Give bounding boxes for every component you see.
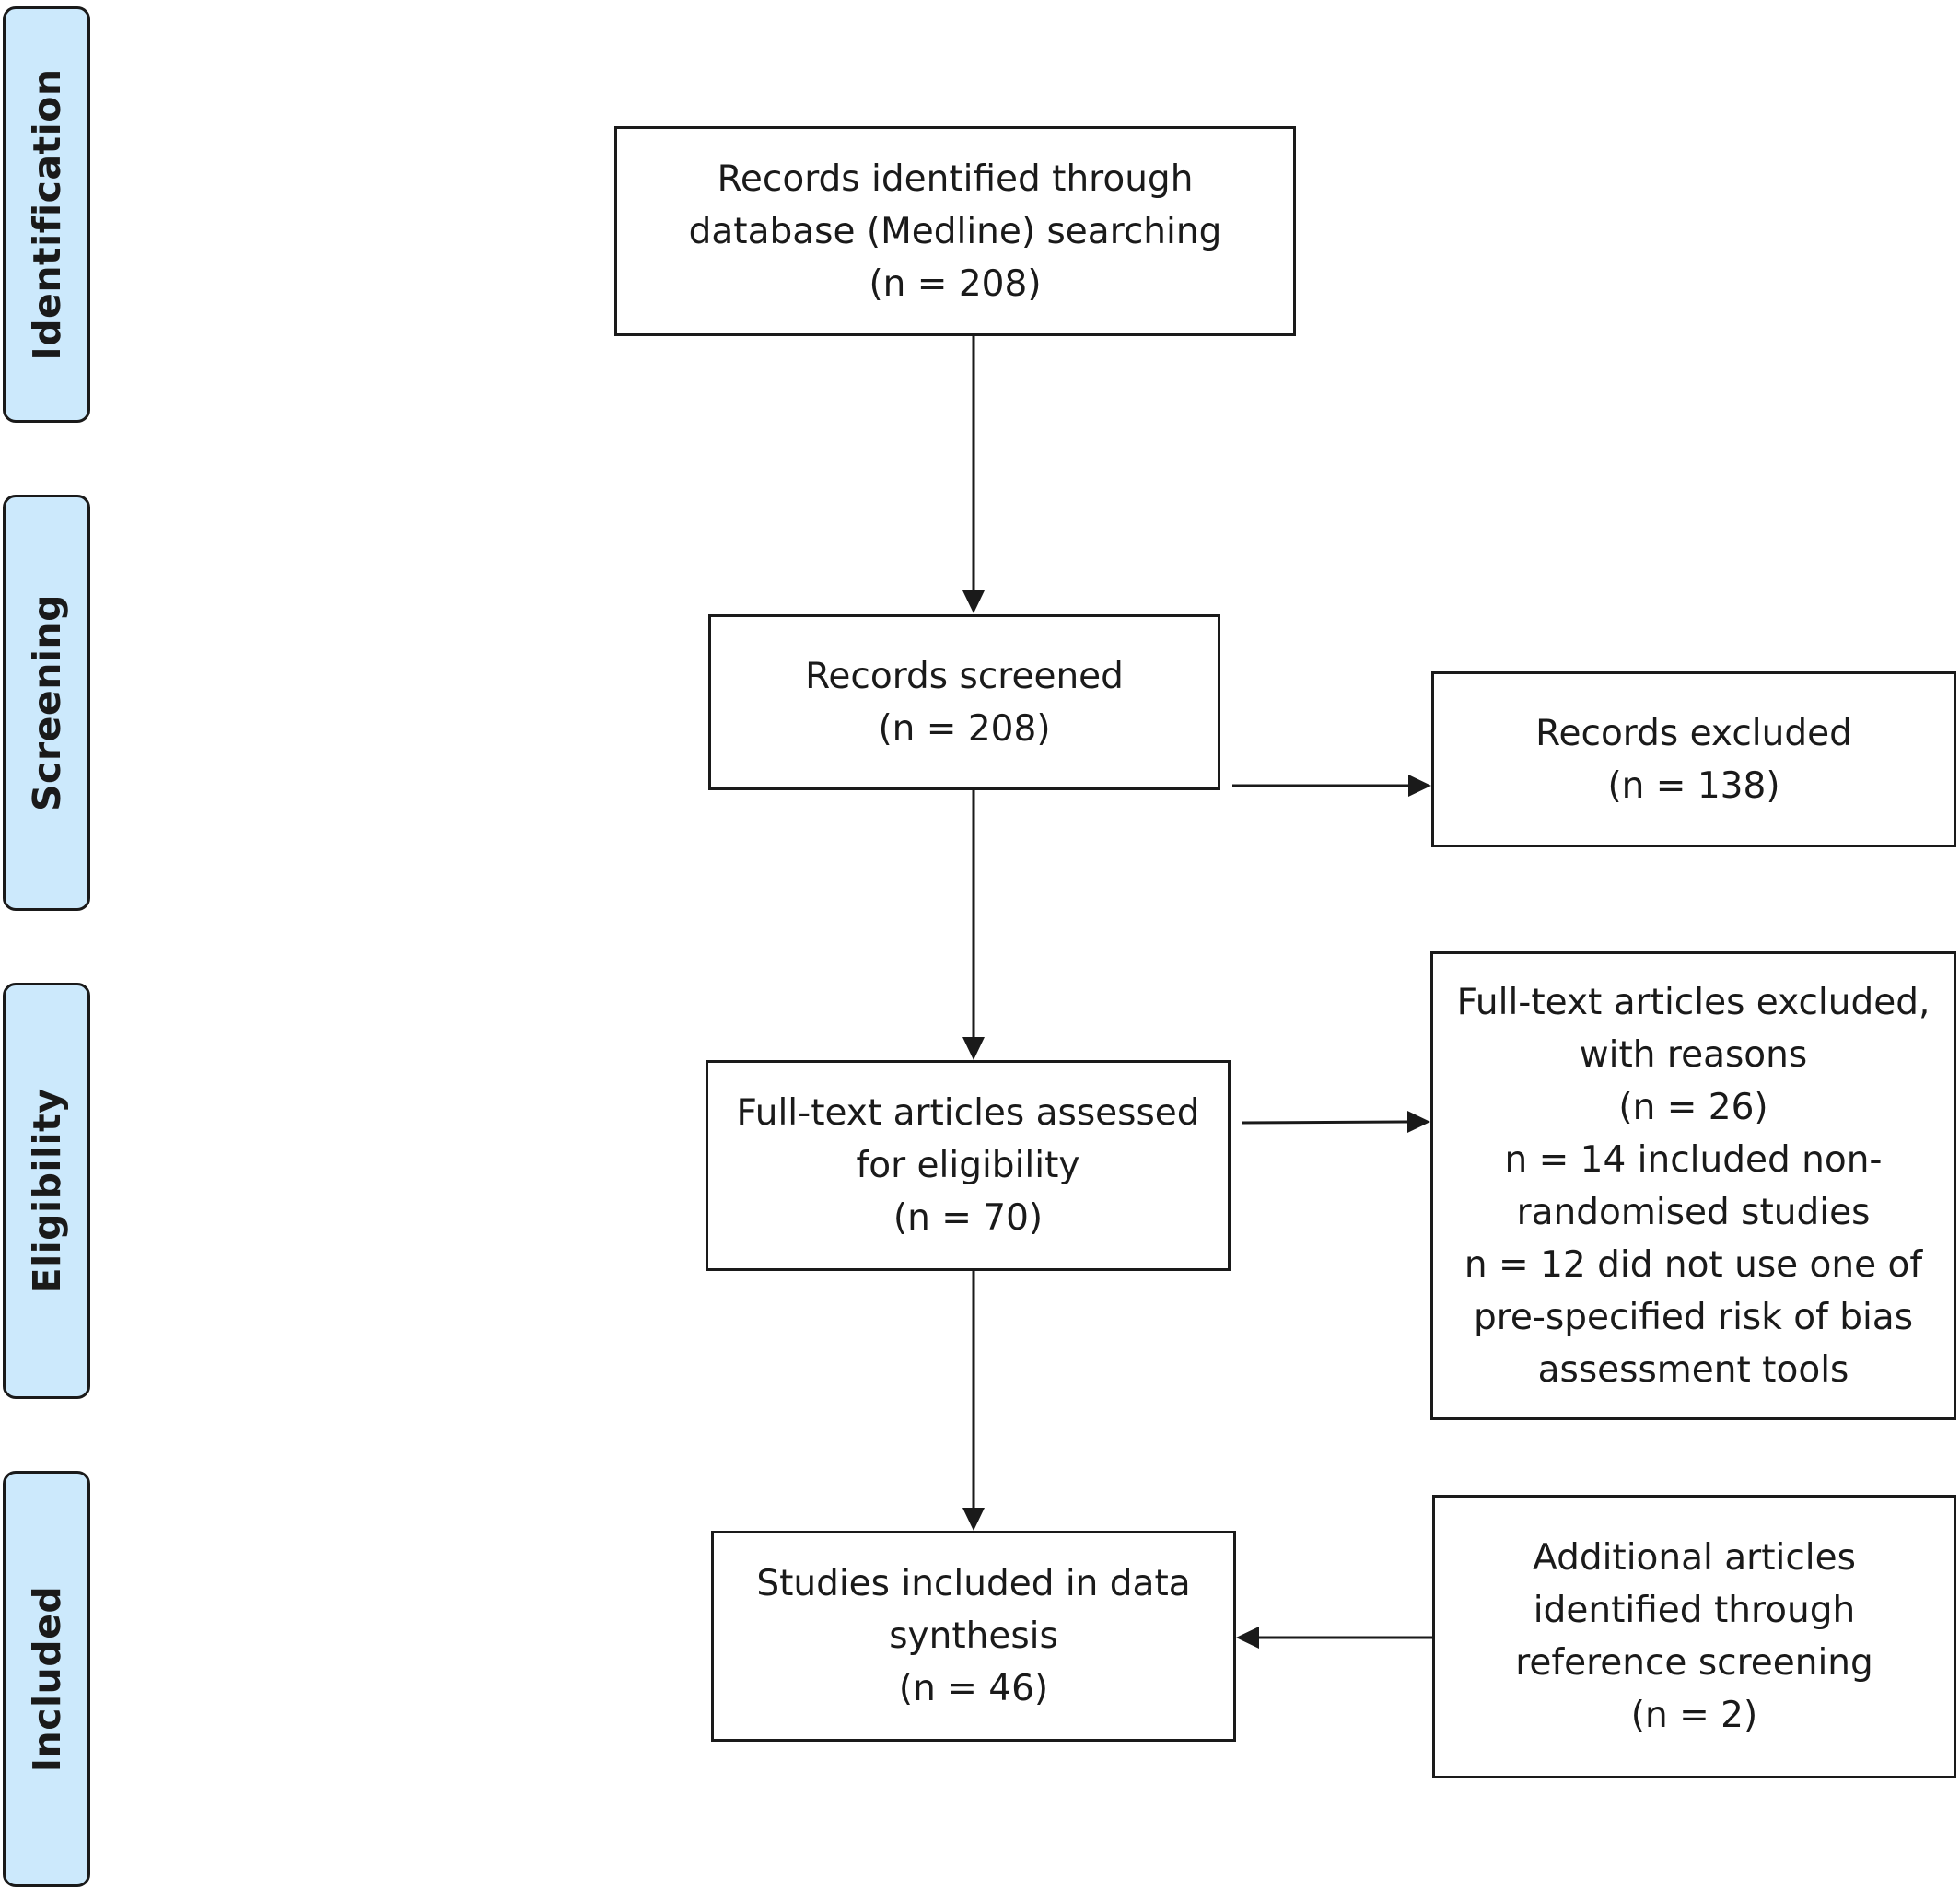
fulltext-excluded-reason: pre-specified risk of bias [1473, 1296, 1914, 1338]
fulltext-excluded-reason: n = 12 did not use one of [1464, 1243, 1923, 1286]
records-screened-count: (n = 208) [878, 707, 1051, 750]
arrowhead-included [962, 1508, 985, 1531]
stage-screening: Screening [3, 495, 90, 911]
arrowhead-assessed [962, 1037, 985, 1060]
fulltext-excluded-reason: n = 14 included non- [1504, 1138, 1883, 1181]
records-screened-box: Records screened (n = 208) [708, 614, 1220, 790]
fulltext-excluded-line: with reasons [1579, 1033, 1808, 1076]
records-excluded-count: (n = 138) [1607, 764, 1780, 807]
records-screened-line: Records screened [805, 655, 1124, 697]
arrowhead-screened [962, 590, 985, 613]
records-excluded-box: Records excluded (n = 138) [1431, 671, 1956, 847]
additional-articles-line: Additional articles [1533, 1537, 1856, 1579]
records-identified-count: (n = 208) [869, 262, 1042, 305]
fulltext-excluded-line: Full-text articles excluded, [1456, 981, 1931, 1023]
fulltext-excluded-count: (n = 26) [1618, 1086, 1768, 1128]
fulltext-assessed-line: for eligibility [856, 1145, 1080, 1186]
fulltext-assessed-count: (n = 70) [892, 1197, 1044, 1239]
additional-articles-box: Additional articles identified through r… [1432, 1495, 1956, 1778]
arrowhead-studies-included [1236, 1627, 1259, 1649]
fulltext-assessed-box: Full-text articles assessed for eligibil… [706, 1060, 1231, 1271]
records-identified-line: Records identified through [717, 157, 1194, 200]
additional-articles-line: reference screening [1515, 1642, 1873, 1684]
records-identified-box: Records identified through database (Med… [614, 126, 1296, 336]
stage-identification: Identification [3, 6, 90, 423]
stage-eligibility: Eligibility [3, 983, 90, 1399]
fulltext-excluded-reason: randomised studies [1516, 1191, 1871, 1233]
studies-included-count: (n = 46) [898, 1668, 1049, 1709]
arrow-assessed-to-fulltext-excluded [1241, 1120, 1411, 1125]
fulltext-excluded-reason: assessment tools [1537, 1348, 1849, 1391]
additional-articles-count: (n = 2) [1630, 1695, 1758, 1736]
studies-included-line: Studies included in data [756, 1563, 1191, 1604]
stage-included: Included [3, 1471, 90, 1887]
additional-articles-line: identified through [1533, 1590, 1856, 1631]
studies-included-box: Studies included in data synthesis (n = … [711, 1531, 1236, 1742]
records-excluded-line: Records excluded [1535, 712, 1852, 754]
arrowhead-excluded [1408, 775, 1431, 797]
fulltext-assessed-line: Full-text articles assessed [736, 1092, 1200, 1134]
records-identified-line: database (Medline) searching [688, 210, 1222, 252]
arrowhead-fulltext-excluded [1407, 1111, 1430, 1133]
fulltext-excluded-box: Full-text articles excluded, with reason… [1430, 951, 1956, 1420]
studies-included-line: synthesis [889, 1615, 1058, 1657]
